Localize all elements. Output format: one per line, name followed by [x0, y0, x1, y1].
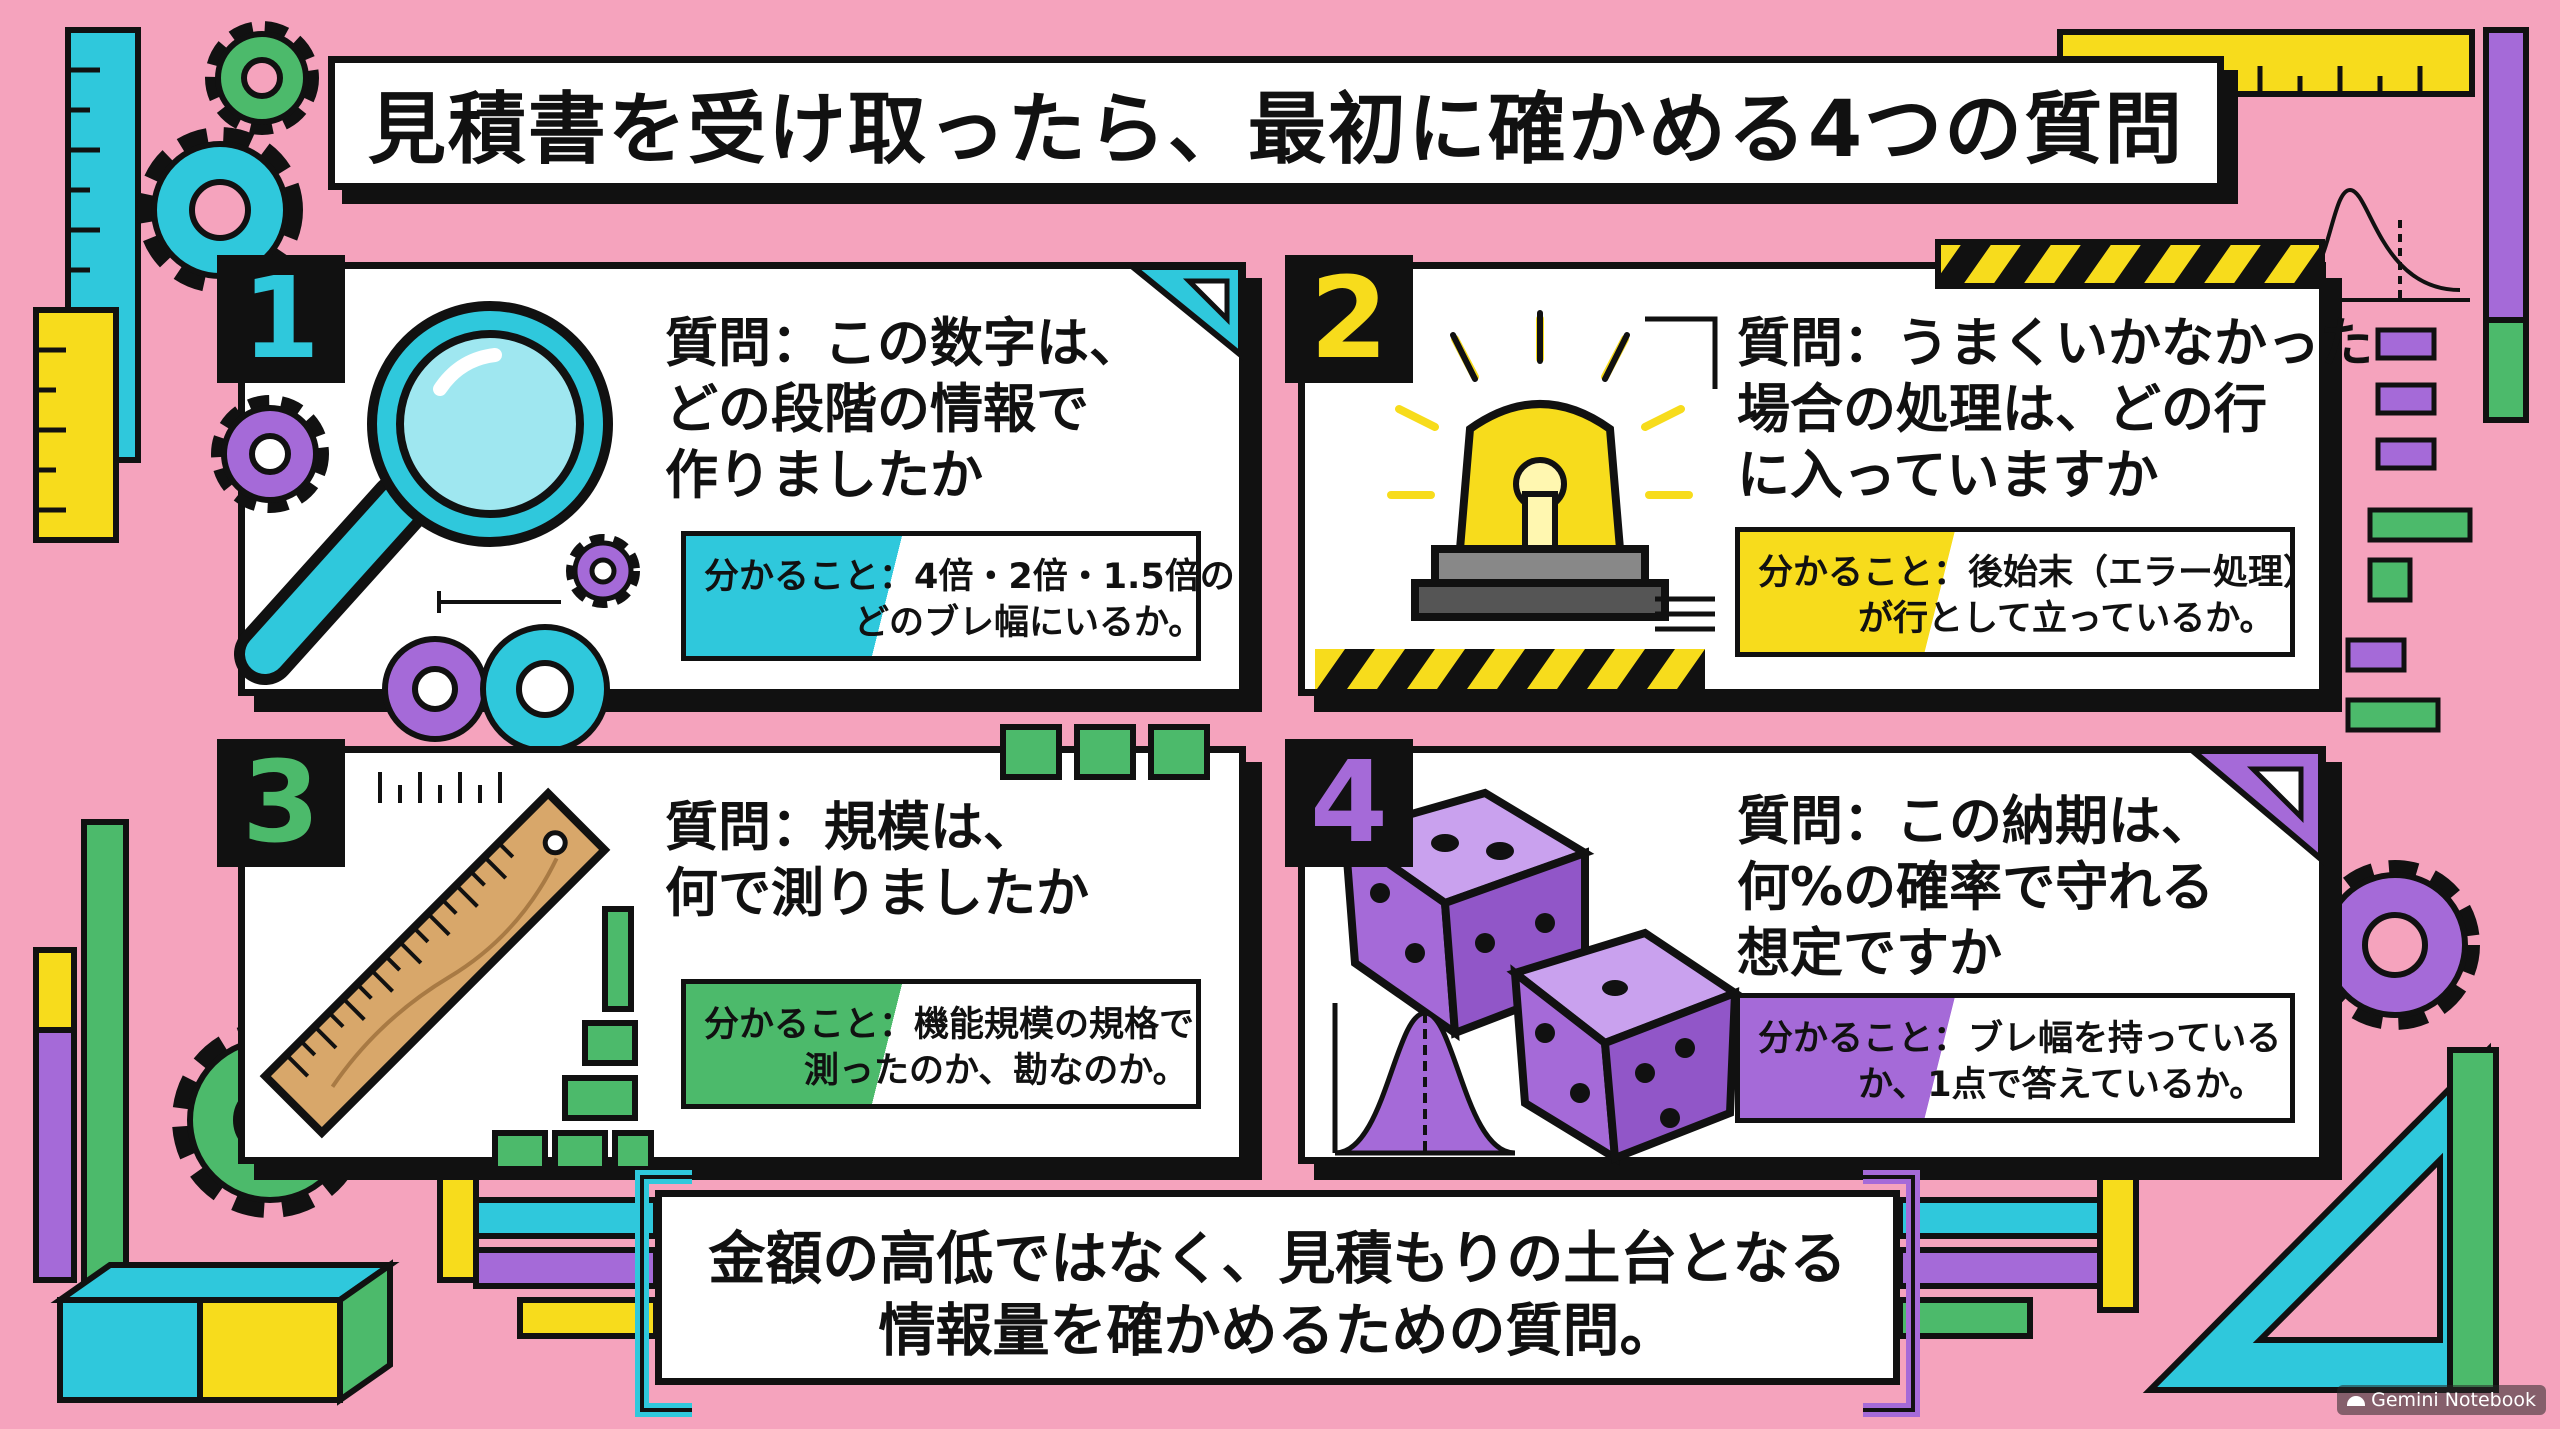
gemini-icon [2347, 1395, 2366, 1406]
question-card-2: 2 質問：うまくいかなかった 場合の処理は、どの行 に入っていますか 分かること… [1285, 239, 2373, 696]
gear-icon [2310, 860, 2480, 1030]
info-box: 分かること：機能規模の規格で 測ったのか、勘なのか。 [681, 979, 1201, 1109]
info-box: 分かること：ブレ幅を持っている か、1点で答えているか。 [1735, 993, 2295, 1123]
bell-curve-icon [1332, 1003, 1516, 1156]
summary-box: 金額の高低ではなく、見積もりの土台となる 情報量を確かめるための質問。 [635, 1170, 1920, 1417]
connector-bars-icon [437, 1157, 2139, 1339]
page-title: 見積書を受け取ったら、最初に確かめる4つの質問 [367, 85, 2185, 175]
question-text: 質問：この数字は、 どの段階の情報で 作りましたか [665, 313, 1142, 506]
info-box: 分かること：4倍・2倍・1.5倍の どのブレ幅にいるか。 [681, 531, 1235, 661]
bracket-left-icon [635, 1170, 692, 1417]
gear-icon [137, 127, 303, 293]
card-number: 3 [217, 738, 345, 868]
ruler-icon [259, 787, 611, 1139]
bar-blocks-icon [492, 906, 654, 1172]
magnifying-glass-icon [234, 301, 613, 685]
info-text: 分かること：4倍・2倍・1.5倍の どのブレ幅にいるか。 [704, 557, 1235, 643]
triangle-corner-icon [1124, 264, 1244, 362]
card-number: 1 [217, 254, 345, 384]
question-card-3: 3 質問：規模は、 何で測りましたか 分かること：機能規模の規格で 測ったのか、… [217, 724, 1246, 1172]
block-icon [50, 1259, 400, 1406]
info-text: 分かること：機能規模の規格で 測ったのか、勘なのか。 [704, 1005, 1195, 1091]
info-text: 分かること：後始末（エラー処理） が行として立っているか。 [1758, 553, 2319, 639]
bracket-right-icon [1863, 1170, 1920, 1417]
right-bars-icon [2345, 637, 2441, 733]
gear-icon [211, 395, 329, 513]
info-box: 分かること：後始末（エラー処理） が行として立っているか。 [1735, 527, 2319, 657]
card-number: 2 [1285, 254, 1413, 384]
bottom-left-ruler-icon [33, 819, 129, 1295]
gear-icon [382, 624, 610, 754]
tick-marks-icon [378, 772, 502, 803]
triangle-ruler-icon [2142, 1042, 2499, 1393]
gear-icon [205, 21, 319, 135]
triangle-corner-icon [2184, 748, 2324, 866]
hazard-stripe-icon [1315, 649, 1705, 689]
warning-light-icon [1387, 310, 1693, 621]
summary-text: 金額の高低ではなく、見積もりの土台となる 情報量を確かめるための質問。 [708, 1226, 1847, 1364]
card-number: 4 [1285, 738, 1413, 868]
watermark: Gemini Notebook [2337, 1385, 2546, 1415]
left-yellow-ruler-icon [33, 307, 119, 543]
title-banner: 見積書を受け取ったら、最初に確かめる4つの質問 [328, 56, 2224, 190]
dimension-line-icon [437, 591, 561, 613]
frame-corner-icon [1645, 316, 1718, 632]
right-ruler-icon [2483, 27, 2529, 323]
right-blocks-icon [2367, 327, 2473, 603]
question-card-4: 4 質問：この納期は、 何%の確率で守れる 想定ですか 分かること：ブレ幅を持っ… [1285, 738, 2326, 1166]
question-text: 質問：規模は、 何で測りましたか [665, 797, 1089, 924]
question-card-1: 1 質問：この数字は、 どの段階の情報で 作りましたか 分かること：4倍・2倍・… [211, 254, 1246, 754]
info-text: 分かること：ブレ幅を持っている か、1点で答えているか。 [1758, 1019, 2282, 1105]
gear-icon [566, 534, 640, 608]
hazard-stripe-icon [1935, 239, 2325, 289]
question-text: 質問：うまくいかなかった 場合の処理は、どの行 に入っていますか [1737, 313, 2373, 506]
question-text: 質問：この納期は、 何%の確率で守れる 想定ですか [1737, 791, 2215, 984]
green-squares-icon [1000, 724, 1210, 780]
dice-icon [1335, 788, 1744, 1166]
